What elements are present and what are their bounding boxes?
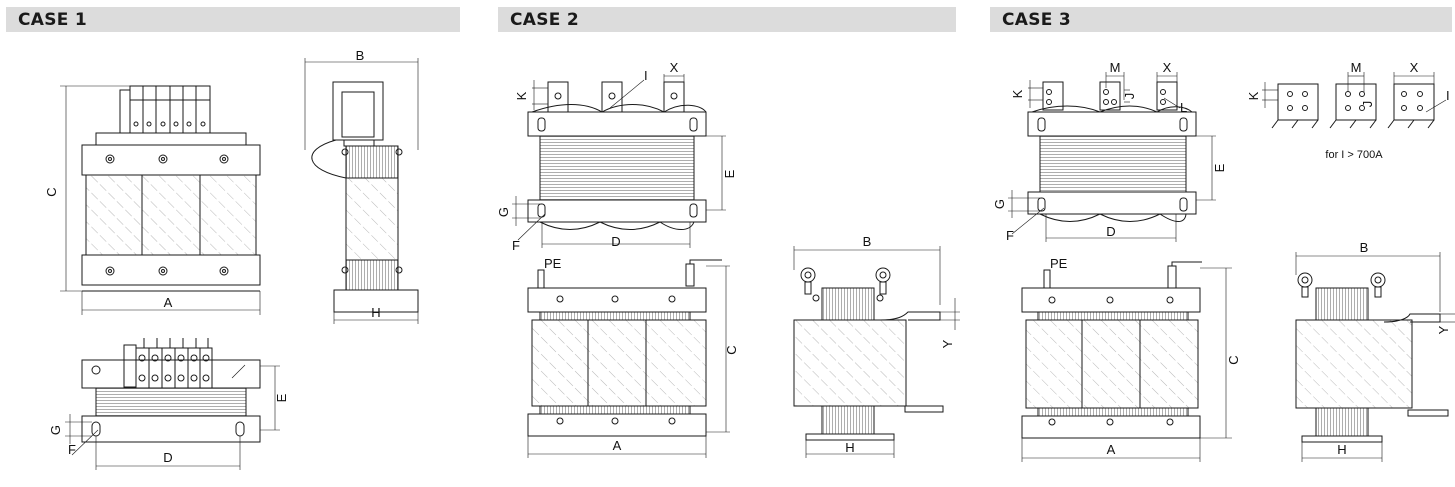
detail-label-x: X: [1410, 60, 1419, 75]
case2-labels: K I X E G F D PE C A B Y H: [496, 60, 955, 455]
large-terminal-note: for I > 700A: [1325, 149, 1383, 161]
case3-top-view: [1008, 72, 1216, 242]
case2-top-view: [512, 74, 726, 248]
dim-label-e: E: [722, 169, 737, 178]
case3-header-bar: CASE 3: [990, 7, 1452, 32]
dim-label-x: X: [1163, 60, 1172, 75]
case2-title: CASE 2: [510, 10, 580, 30]
dim-label-g: G: [496, 207, 511, 217]
case1-header-bar: CASE 1: [6, 7, 460, 32]
dim-label-b: B: [356, 48, 365, 63]
dim-label-a: A: [613, 438, 622, 453]
dim-label-b: B: [1360, 240, 1369, 255]
dim-label-pe: PE: [544, 256, 562, 271]
case1-title: CASE 1: [18, 10, 88, 30]
dim-label-y: Y: [940, 339, 955, 348]
dim-label-a: A: [164, 295, 173, 310]
detail-label-j: J: [1360, 101, 1375, 108]
dim-label-l: L: [1180, 100, 1187, 115]
case3-large-terminal-detail: [1262, 72, 1447, 129]
dim-label-f: F: [512, 238, 520, 253]
dim-label-h: H: [371, 305, 380, 320]
case2-front-view: [527, 259, 730, 458]
detail-label-k: K: [1246, 91, 1261, 100]
dim-label-d: D: [1106, 224, 1115, 239]
dim-label-c: C: [1226, 355, 1241, 364]
dim-label-d: D: [611, 234, 620, 249]
dim-label-x: X: [670, 60, 679, 75]
case1-side-view: [304, 58, 419, 324]
case1-labels: C A B H E G F D: [44, 48, 381, 465]
dim-label-k: K: [514, 91, 529, 100]
dim-label-pe: PE: [1050, 256, 1068, 271]
dim-label-h: H: [845, 440, 854, 455]
detail-label-m: M: [1351, 60, 1362, 75]
case2-side-view: [793, 246, 960, 458]
dim-label-c: C: [724, 345, 739, 354]
dim-label-j: J: [1122, 93, 1137, 100]
dim-label-d: D: [163, 450, 172, 465]
case1-front-view: [60, 85, 261, 315]
detail-label-i: I: [1446, 88, 1450, 103]
dim-label-f: F: [1006, 228, 1014, 243]
dim-label-g: G: [992, 199, 1007, 209]
case3-labels: K M J X L E G F D K M J X I for I > 700A…: [992, 60, 1451, 457]
case3-title: CASE 3: [1002, 10, 1072, 30]
dim-label-k: K: [1010, 89, 1025, 98]
dim-label-h: H: [1337, 442, 1346, 457]
case1-top-view: [65, 338, 280, 470]
case3-side-view: [1295, 252, 1455, 462]
dim-label-c: C: [44, 187, 59, 196]
dim-label-a: A: [1107, 442, 1116, 457]
dim-label-y: Y: [1436, 325, 1451, 334]
dim-label-m: M: [1110, 60, 1121, 75]
case2-header-bar: CASE 2: [498, 7, 956, 32]
dim-label-g: G: [48, 425, 63, 435]
dim-label-e: E: [274, 393, 289, 402]
dim-label-e: E: [1212, 163, 1227, 172]
dim-label-b: B: [863, 234, 872, 249]
dim-label-f: F: [68, 442, 76, 457]
dim-label-i: I: [644, 68, 648, 83]
case3-front-view: [1021, 261, 1232, 462]
